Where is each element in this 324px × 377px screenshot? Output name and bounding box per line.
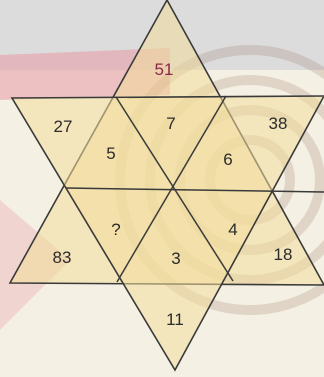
cell-upper-right: 38 bbox=[269, 114, 288, 134]
cell-inner-upper-left: 5 bbox=[106, 144, 115, 164]
cell-inner-lower-right: 4 bbox=[228, 220, 237, 240]
cell-inner-lower-left: ? bbox=[111, 220, 120, 240]
cell-upper-left: 27 bbox=[54, 117, 73, 137]
cell-lower-left: 83 bbox=[53, 248, 72, 268]
cell-bottom: 11 bbox=[166, 310, 184, 330]
cell-lower-right: 18 bbox=[274, 245, 293, 265]
cell-lower-center: 3 bbox=[171, 249, 180, 269]
cell-inner-upper-right: 6 bbox=[223, 150, 232, 170]
cell-upper-center: 7 bbox=[166, 114, 175, 134]
cell-top: 51 bbox=[155, 60, 174, 80]
